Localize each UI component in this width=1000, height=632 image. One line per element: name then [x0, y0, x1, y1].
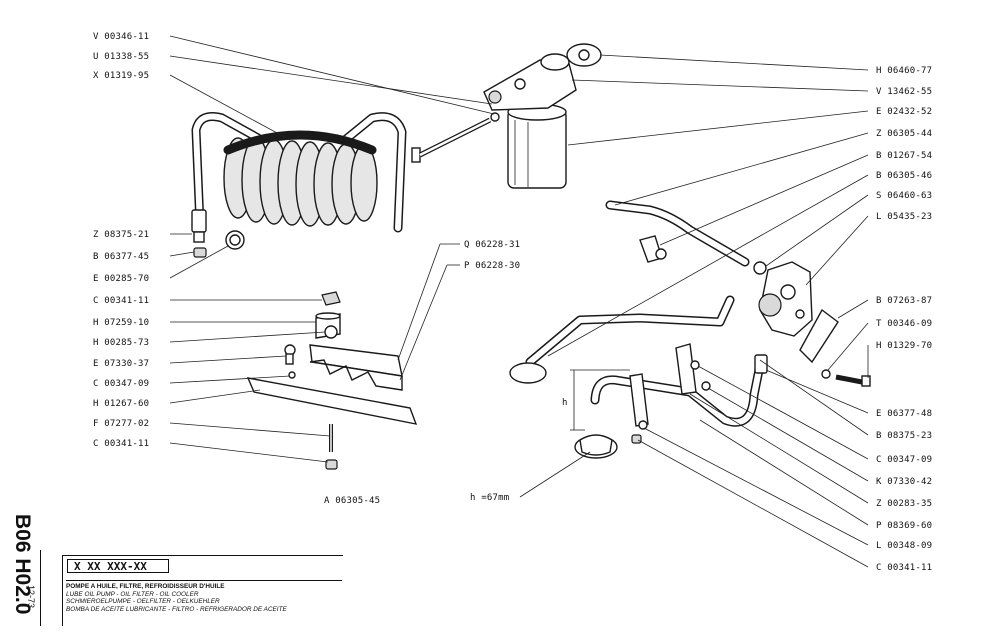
assembly-label: A 06305-45	[324, 496, 380, 506]
part-label: C 00341-11	[93, 439, 149, 449]
title-block: X XX XXX-XX POMPE A HUILE, FILTRE, REFRO…	[62, 555, 343, 626]
height-dimension	[570, 369, 630, 431]
seal-ring-s06460-63	[753, 261, 767, 275]
oil-filter	[483, 53, 577, 189]
oil-pump-l05435-23	[758, 261, 813, 337]
oil-cooler-coil	[191, 112, 407, 233]
part-label: V 00346-11	[93, 32, 149, 42]
part-label: S 06460-63	[876, 191, 932, 201]
part-label: Z 00283-35	[876, 499, 932, 509]
title-line-spanish: BOMBA DE ACEITE LUBRICANTE - FILTRO - RE…	[66, 605, 287, 613]
pipe-clamp-b01267-54	[639, 235, 667, 263]
part-label: B 06305-46	[876, 171, 932, 181]
fitting-z08375-21	[191, 209, 207, 243]
part-label: H 01329-70	[876, 341, 932, 351]
part-label: E 02432-52	[876, 107, 932, 117]
part-label: B 06377-45	[93, 252, 149, 262]
part-label: H 01267-60	[93, 399, 149, 409]
sleeve-e00285-70	[225, 230, 245, 250]
serial-number-box: X XX XXX-XX	[67, 559, 169, 573]
bolt-h01329-70	[821, 369, 871, 387]
part-label: V 13462-55	[876, 87, 932, 97]
title-line-french: POMPE A HUILE, FILTRE, REFROIDISSEUR D'H…	[66, 583, 225, 590]
part-label: P 08369-60	[876, 521, 932, 531]
part-label: P 06228-30	[464, 261, 520, 271]
bracket-stack	[246, 291, 418, 470]
code-divider	[40, 550, 41, 626]
part-label: B 07263-87	[876, 296, 932, 306]
part-label: L 00348-09	[876, 541, 932, 551]
part-label: F 07277-02	[93, 419, 149, 429]
height-marker: h	[562, 398, 568, 408]
part-label: C 00341-11	[876, 563, 932, 573]
gasket-h06460-77	[566, 43, 602, 67]
part-label: C 00347-09	[93, 379, 149, 389]
title-lines: POMPE A HUILE, FILTRE, REFROIDISSEUR D'H…	[66, 580, 342, 613]
part-label: E 07330-37	[93, 359, 149, 369]
part-label: Z 06305-44	[876, 129, 932, 139]
part-label: C 00341-11	[93, 296, 149, 306]
pump-cover-b07263-87	[799, 308, 839, 364]
part-label: Z 08375-21	[93, 230, 149, 240]
part-label: L 05435-23	[876, 212, 932, 222]
left-labels: V 00346-11 U 01338-55 X 01319-95 Z 08375…	[93, 32, 149, 449]
leader-lines	[169, 35, 869, 568]
part-label: H 00285-73	[93, 338, 149, 348]
part-label: C 00347-09	[876, 455, 932, 465]
mid-labels: Q 06228-31 P 06228-30 A 06305-45 h =67mm…	[324, 240, 568, 506]
part-label: B 01267-54	[876, 151, 932, 161]
right-labels: H 06460-77 V 13462-55 E 02432-52 Z 06305…	[876, 66, 932, 573]
part-label: H 07259-10	[93, 318, 149, 328]
part-label: U 01338-55	[93, 52, 149, 62]
oil-pipe-assembly	[509, 295, 768, 459]
part-label: K 07330-42	[876, 477, 932, 487]
title-line-german: SCHMIEROELPUMPE - OELFILTER - OELKUEHLER	[66, 598, 220, 606]
part-label: B 08375-23	[876, 431, 932, 441]
pipe-brackets	[629, 343, 711, 444]
part-label: X 01319-95	[93, 71, 149, 81]
bolt-v00346-11	[411, 112, 500, 163]
height-note: h =67mm	[470, 493, 509, 503]
part-label: E 00285-70	[93, 274, 149, 284]
suction-pipe-upper	[605, 200, 750, 267]
part-label: H 06460-77	[876, 66, 932, 76]
part-label: T 00346-09	[876, 319, 932, 329]
nut-b06377-45	[193, 247, 207, 258]
part-label: E 06377-48	[876, 409, 932, 419]
part-label: Q 06228-31	[464, 240, 520, 250]
drawing-date: 12-73	[26, 585, 36, 609]
title-line-english: LUBE OIL PUMP - OIL FILTER - OIL COOLER	[66, 590, 199, 598]
